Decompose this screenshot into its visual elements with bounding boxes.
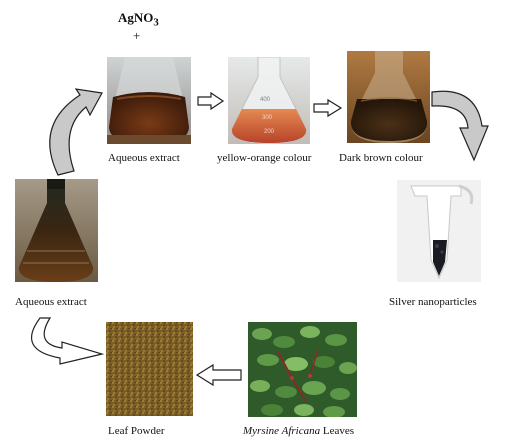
- dark-brown-photo: [347, 51, 430, 143]
- caption-yellow-orange: yellow-orange colour: [217, 152, 312, 164]
- caption-leaf-powder: Leaf Powder: [108, 425, 165, 437]
- aqueous-extract-left-photo: [15, 179, 98, 282]
- silver-nanoparticles-photo: [397, 180, 481, 282]
- leaf-powder-photo: [106, 322, 193, 416]
- caption-aqueous-extract-left: Aqueous extract: [15, 296, 87, 308]
- caption-dark-brown: Dark brown colour: [339, 152, 423, 164]
- curved-arrow-up-right-icon: [49, 88, 103, 176]
- arrow-right-2-icon: [313, 98, 343, 118]
- caption-myrsine-leaves: Myrsine Africana Leaves: [243, 425, 354, 437]
- flask-mark-200: 200: [264, 129, 275, 135]
- flask-mark-300: 300: [262, 115, 273, 121]
- reagent-plus: +: [133, 28, 141, 43]
- curved-arrow-down-right-icon: [431, 90, 489, 162]
- reagent-label: AgNO3: [118, 10, 159, 29]
- arrow-right-1-icon: [197, 91, 225, 111]
- flask-mark-400: 400: [260, 97, 271, 103]
- yellow-orange-photo: 400 300 200: [228, 57, 310, 144]
- caption-silver-nanoparticles: Silver nanoparticles: [389, 296, 477, 308]
- aqueous-extract-photo: [107, 57, 191, 144]
- caption-aqueous-extract-top: Aqueous extract: [108, 152, 180, 164]
- myrsine-leaves-photo: [248, 322, 357, 417]
- arrow-left-icon: [195, 363, 242, 387]
- curved-arrow-loop-icon: [30, 317, 105, 365]
